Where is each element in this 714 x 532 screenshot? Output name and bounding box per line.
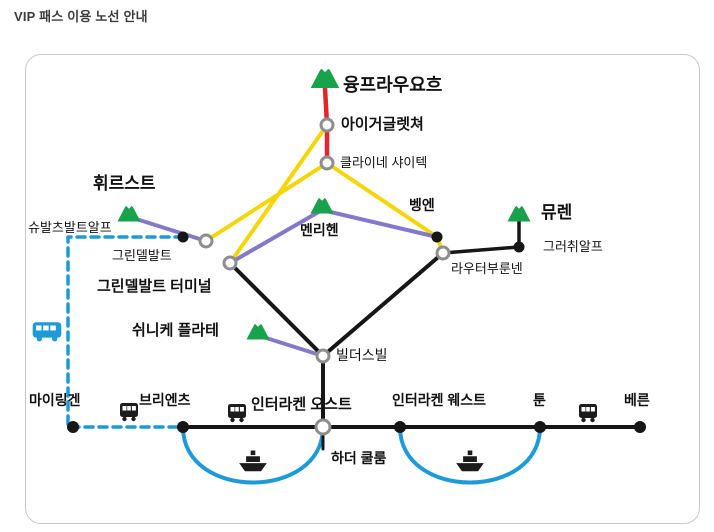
line-bob-grindelwald-branch	[228, 261, 325, 358]
line-first-gondola	[131, 216, 208, 243]
line-lake-thun-boat	[398, 425, 542, 485]
line-lake-brienz-boat	[181, 425, 325, 485]
line-schynige-platte-railway	[258, 334, 325, 358]
station-dot-interlaken-west	[394, 421, 406, 433]
station-node-eigergletscher	[319, 117, 335, 133]
station-dot-thun	[534, 421, 546, 433]
station-dot-bern	[634, 421, 646, 433]
line-maennlichen-gondola	[228, 208, 324, 265]
tram-interlaken-icon	[228, 404, 246, 423]
jungfraujoch-mountain-icon	[310, 60, 340, 88]
line-wengen-maennlichen-cable	[320, 208, 439, 239]
tram-bern-icon	[579, 404, 597, 423]
route-map-card	[25, 54, 700, 524]
station-dot-wengen	[431, 231, 443, 243]
station-dot-meiringen	[67, 421, 79, 433]
first-mountain-icon	[117, 199, 141, 222]
station-markers	[67, 60, 646, 436]
line-rack-railway-wengen	[325, 161, 445, 255]
line-rack-railway-grindelwald	[204, 161, 329, 243]
line-bus-route	[66, 235, 185, 429]
station-node-grindelwald	[198, 233, 214, 249]
route-lines	[66, 85, 642, 485]
station-dot-gruetschalp	[513, 241, 525, 253]
ship-brienz-lake-icon	[239, 450, 267, 472]
page-title: VIP 패스 이용 노선 안내	[14, 9, 148, 24]
station-dot-brienz	[177, 421, 189, 433]
line-lauterbrunnen-gruetschalp	[441, 245, 521, 255]
station-node-lauterbrunnen	[435, 245, 451, 261]
transport-icons	[32, 322, 597, 472]
line-bob-lauterbrunnen-branch	[321, 251, 445, 358]
maennlichen-mountain-icon	[310, 191, 334, 214]
tram-brienz-icon	[120, 403, 138, 422]
schynige-platte-mountain-icon	[246, 317, 270, 340]
station-dot-schwarzwaldalp	[177, 231, 189, 243]
muerren-mountain-icon	[507, 199, 531, 222]
station-node-kleine-scheidegg	[319, 155, 335, 171]
station-node-interlaken-ost	[314, 418, 332, 436]
bus-icon	[32, 322, 62, 342]
station-node-grindelwald-terminal	[222, 255, 238, 271]
ship-thun-lake-icon	[456, 450, 484, 472]
station-node-wilderswil	[315, 348, 331, 364]
